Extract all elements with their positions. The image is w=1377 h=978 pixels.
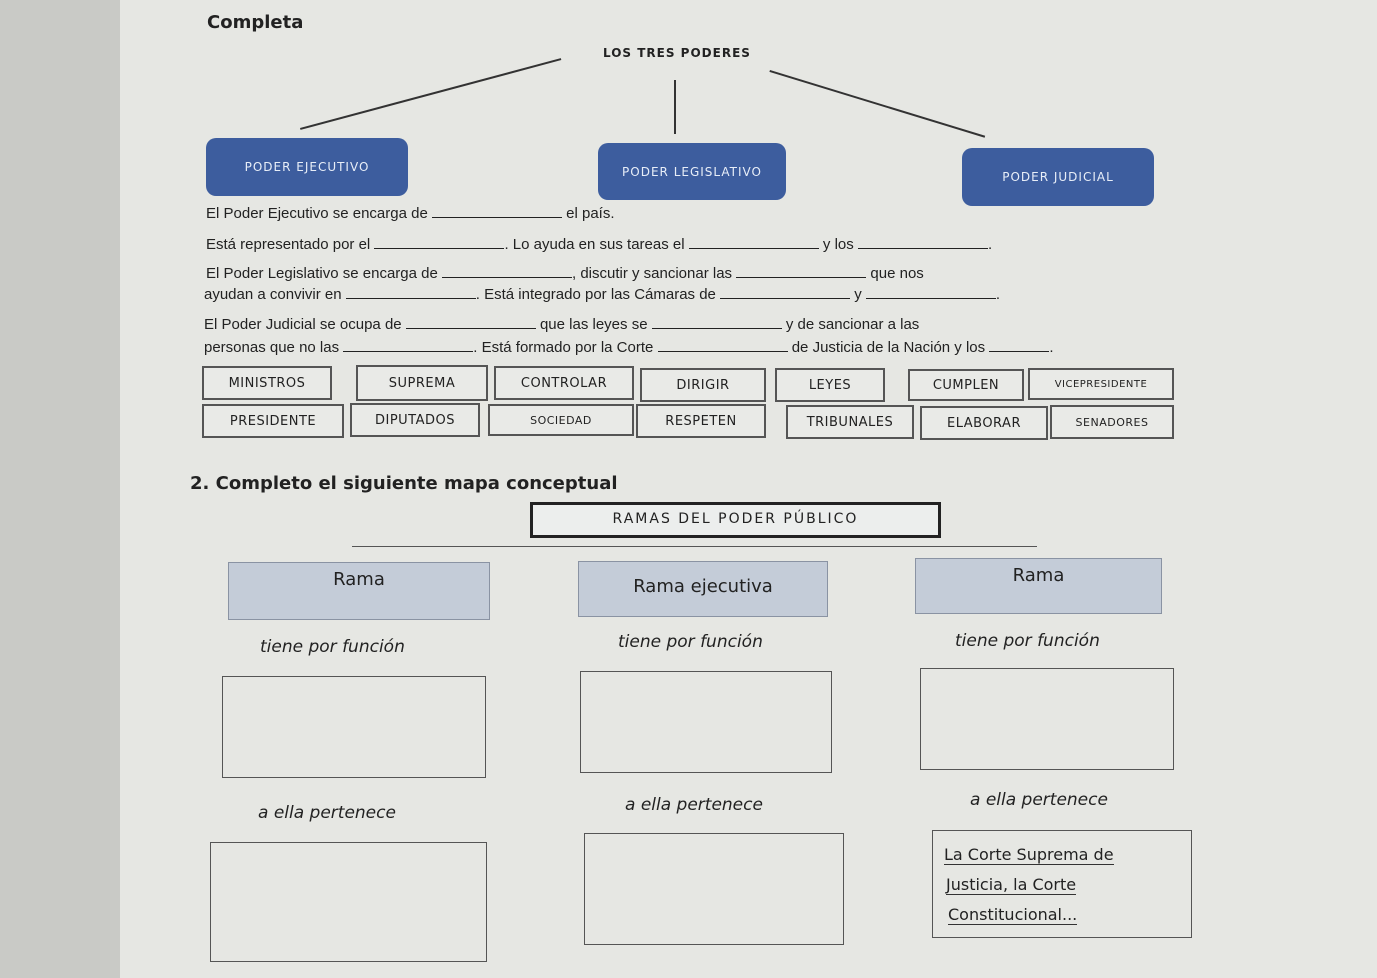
- sentence-4: ayudan a convivir en . Está integrado po…: [204, 286, 1001, 303]
- blank[interactable]: [857, 236, 988, 249]
- function-answer-box[interactable]: [920, 668, 1174, 770]
- branch-center: Rama ejecutiva: [578, 561, 828, 617]
- sentence-2: Está representado por el . Lo ayuda en s…: [206, 236, 993, 253]
- connector-line: [674, 80, 676, 134]
- sentence-6: personas que no las . Está formado por l…: [204, 339, 1054, 356]
- word-card[interactable]: RESPETEN: [636, 404, 766, 438]
- worksheet-title: Completa: [207, 12, 304, 33]
- word-card[interactable]: DIPUTADOS: [350, 403, 480, 437]
- judicial-answer-line: Constitucional...: [948, 905, 1078, 925]
- function-label: tiene por función: [260, 637, 405, 657]
- word-card[interactable]: TRIBUNALES: [786, 405, 914, 439]
- word-card[interactable]: CUMPLEN: [908, 369, 1024, 401]
- word-card[interactable]: MINISTROS: [202, 366, 332, 400]
- word-card[interactable]: VICEPRESIDENTE: [1028, 368, 1174, 400]
- word-card[interactable]: CONTROLAR: [494, 366, 634, 400]
- word-card[interactable]: LEYES: [775, 368, 885, 402]
- members-answer-box[interactable]: [584, 833, 844, 945]
- blank[interactable]: [989, 339, 1050, 352]
- blank[interactable]: [688, 236, 819, 249]
- blank[interactable]: [343, 339, 474, 352]
- blank[interactable]: [374, 236, 505, 249]
- poder-judicial-box: PODER JUDICIAL: [962, 148, 1154, 206]
- judicial-answer-line: La Corte Suprema de: [944, 845, 1114, 865]
- members-answer-box[interactable]: [210, 842, 487, 962]
- blank[interactable]: [345, 286, 476, 299]
- word-card[interactable]: ELABORAR: [920, 406, 1048, 440]
- belongs-label: a ella pertenece: [970, 790, 1108, 810]
- blank[interactable]: [441, 265, 572, 278]
- sentence-3: El Poder Legislativo se encarga de , dis…: [206, 265, 924, 282]
- word-card[interactable]: PRESIDENTE: [202, 404, 344, 438]
- blank[interactable]: [865, 286, 996, 299]
- blank[interactable]: [657, 339, 788, 352]
- blank[interactable]: [431, 205, 562, 218]
- branch-left: Rama: [228, 562, 490, 620]
- word-card[interactable]: SOCIEDAD: [488, 404, 634, 436]
- function-answer-box[interactable]: [222, 676, 486, 778]
- function-label: tiene por función: [618, 632, 763, 652]
- poder-ejecutivo-box: PODER EJECUTIVO: [206, 138, 408, 196]
- map-connector: [352, 546, 1037, 547]
- belongs-label: a ella pertenece: [258, 803, 396, 823]
- tree-title: LOS TRES PODERES: [603, 46, 751, 60]
- blank[interactable]: [405, 316, 536, 329]
- members-answer-box: [932, 830, 1192, 938]
- word-card[interactable]: SENADORES: [1050, 405, 1174, 439]
- word-card[interactable]: SUPREMA: [356, 365, 488, 401]
- blank[interactable]: [736, 265, 867, 278]
- word-card[interactable]: DIRIGIR: [640, 368, 766, 402]
- function-answer-box[interactable]: [580, 671, 832, 773]
- blank[interactable]: [651, 316, 782, 329]
- judicial-answer-line: Justicia, la Corte: [946, 875, 1077, 895]
- branch-right: Rama: [915, 558, 1162, 614]
- blank[interactable]: [720, 286, 851, 299]
- section-2-title: 2. Completo el siguiente mapa conceptual: [190, 473, 618, 494]
- sentence-5: El Poder Judicial se ocupa de que las le…: [204, 316, 920, 333]
- sentence-1: El Poder Ejecutivo se encarga de el país…: [206, 205, 615, 222]
- map-root: RAMAS DEL PODER PÚBLICO: [530, 502, 941, 538]
- poder-legislativo-box: PODER LEGISLATIVO: [598, 143, 786, 200]
- function-label: tiene por función: [955, 631, 1100, 651]
- belongs-label: a ella pertenece: [625, 795, 763, 815]
